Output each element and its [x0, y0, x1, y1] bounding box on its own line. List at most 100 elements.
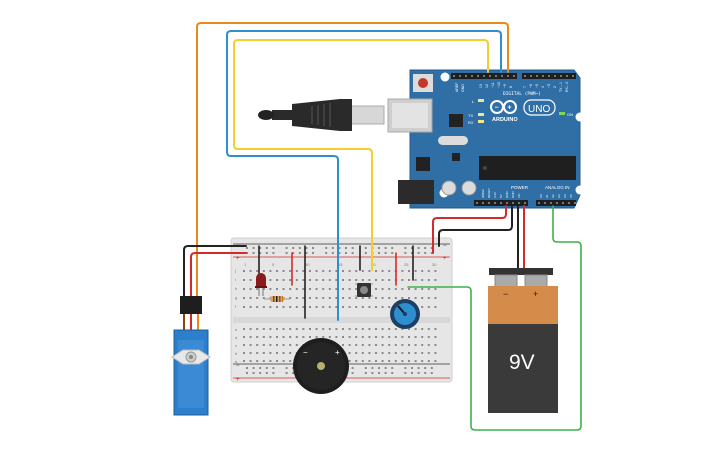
hole — [302, 288, 305, 290]
hole — [375, 270, 377, 272]
5v-label: 5V — [499, 194, 503, 198]
hole — [401, 360, 404, 362]
hole — [249, 297, 252, 299]
hole — [282, 344, 285, 346]
rail-minus-bottom-label: − — [236, 363, 240, 369]
hole — [477, 75, 479, 77]
hole — [256, 336, 259, 338]
hole — [305, 247, 308, 249]
capacitor-1 — [441, 180, 457, 196]
hole — [351, 372, 354, 374]
hole — [243, 352, 245, 354]
hole — [427, 336, 430, 338]
hole — [408, 344, 410, 346]
wire-servo-ground[interactable] — [183, 245, 247, 298]
hole — [388, 352, 391, 354]
wire-yellow-signal[interactable] — [233, 39, 489, 271]
hole — [249, 336, 252, 338]
push-button[interactable] — [355, 283, 373, 297]
wire-blue-signal[interactable] — [226, 30, 502, 321]
hole — [305, 252, 308, 254]
hole — [411, 247, 413, 249]
hole — [265, 372, 268, 374]
hole — [298, 252, 301, 254]
hole — [338, 252, 341, 254]
usb-cable[interactable] — [258, 99, 385, 131]
hole — [384, 252, 387, 254]
hole — [554, 75, 556, 77]
hole — [381, 360, 384, 362]
hole — [394, 360, 397, 362]
hole — [243, 360, 245, 362]
hole — [243, 306, 245, 308]
hole — [309, 279, 311, 281]
hole — [355, 352, 358, 354]
hole — [408, 328, 410, 330]
potentiometer[interactable] — [390, 299, 420, 329]
hole — [427, 297, 430, 299]
hole — [530, 75, 532, 77]
hole — [256, 352, 259, 354]
hole — [391, 247, 394, 249]
hole — [355, 336, 358, 338]
hole — [394, 288, 397, 290]
rail-plus-top-right-label: + — [443, 256, 447, 262]
a3-label: A3 — [557, 194, 561, 198]
hole — [276, 279, 278, 281]
hole — [513, 75, 515, 77]
hole — [507, 75, 509, 77]
piezo-buzzer[interactable]: − + — [293, 338, 349, 394]
hole — [302, 279, 305, 281]
center-channel — [233, 317, 450, 323]
power-jack — [398, 180, 434, 204]
a2-label: A2 — [551, 194, 555, 198]
battery-9v[interactable]: − + 9V — [488, 268, 558, 413]
hole — [355, 297, 358, 299]
svg-text:+: + — [508, 105, 512, 112]
hole — [471, 75, 473, 77]
wire-black-gnd[interactable] — [438, 205, 513, 247]
micro-servo[interactable] — [171, 296, 211, 416]
red-led[interactable] — [255, 273, 267, 296]
hole — [348, 344, 351, 346]
hole — [572, 75, 574, 77]
hole — [292, 247, 295, 249]
hole — [361, 336, 364, 338]
wire-green-analog[interactable] — [407, 205, 582, 431]
hole — [302, 328, 305, 330]
hole — [414, 270, 417, 272]
resistor[interactable] — [264, 296, 290, 302]
column-number-5: 5 — [272, 262, 275, 267]
hole — [335, 270, 338, 272]
hole — [421, 270, 424, 272]
hole — [348, 360, 351, 362]
wire-red-5v[interactable] — [432, 205, 507, 254]
hole — [421, 352, 424, 354]
hole — [262, 306, 265, 308]
hole — [249, 344, 252, 346]
wire-servo-power[interactable] — [190, 252, 247, 298]
hole — [282, 279, 285, 281]
hole — [568, 202, 570, 204]
hole — [348, 288, 351, 290]
hole — [434, 270, 437, 272]
hole — [384, 367, 387, 369]
wire-orange-signal[interactable] — [196, 22, 509, 301]
hole — [361, 352, 364, 354]
analog-in-label: ANALOG IN — [545, 185, 570, 190]
hole — [421, 306, 424, 308]
hole — [262, 328, 265, 330]
hole — [289, 270, 292, 272]
row-letter-a: a — [235, 359, 238, 364]
hole — [355, 279, 358, 281]
hole — [298, 247, 301, 249]
arduino-uno-board[interactable]: AREF GND 13 12 ~11 ~10 ~9 8 7 ~6 ~5 4 ~3… — [387, 69, 585, 209]
hole — [566, 75, 568, 77]
pin-9-label: ~9 — [503, 84, 507, 88]
hole — [289, 279, 292, 281]
hole — [361, 360, 364, 362]
reset-button[interactable] — [418, 78, 428, 88]
hole — [375, 297, 377, 299]
hole — [411, 372, 413, 374]
hole — [312, 247, 314, 249]
